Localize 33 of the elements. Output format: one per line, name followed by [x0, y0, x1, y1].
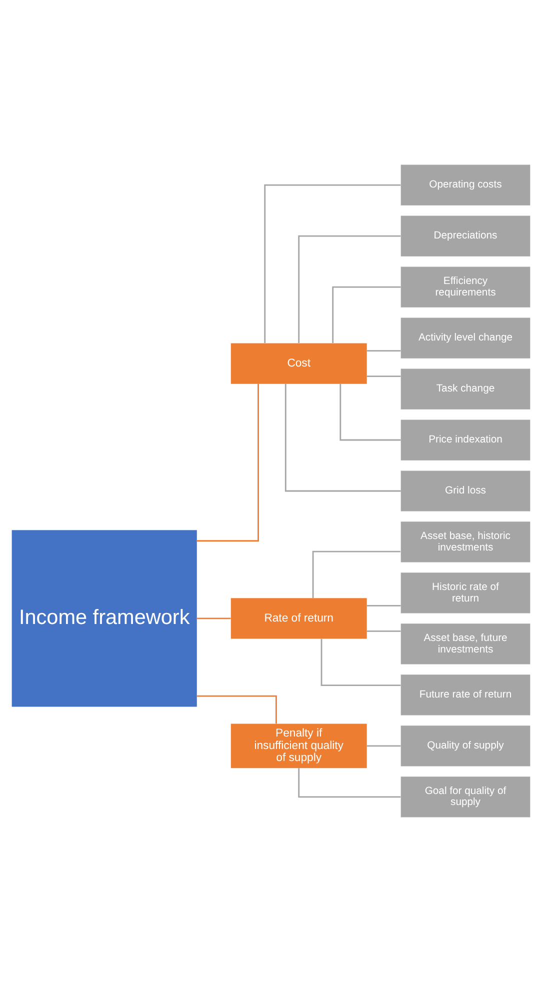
connector [196, 383, 259, 542]
node-box: Income framework [12, 530, 197, 706]
node-box: Rate of return [230, 598, 367, 638]
connector [366, 744, 401, 746]
connector [298, 768, 401, 798]
node-box: Historic rate of return [400, 572, 530, 613]
connector [264, 184, 401, 343]
connector [366, 350, 401, 351]
connector [312, 550, 400, 598]
connector [366, 630, 401, 632]
node-box: Efficiency requirements [400, 266, 530, 307]
connector [197, 617, 231, 619]
node-box: Task change [400, 368, 530, 409]
node-box: Penalty if insufficient quality of supply [230, 723, 367, 768]
connector [332, 286, 401, 343]
connector [197, 694, 277, 724]
node-box: Operating costs [400, 164, 530, 205]
node-box: Asset base, historic investments [400, 521, 530, 562]
node-box: Grid loss [400, 470, 530, 511]
node-box: Cost [230, 342, 367, 384]
node-box: Asset base, future investments [400, 623, 530, 664]
node-box: Depreciations [400, 215, 530, 256]
connector [320, 638, 401, 686]
node-box: Goal for quality of supply [400, 776, 530, 817]
node-box: Future rate of return [400, 674, 530, 715]
node-box: Activity level change [400, 317, 530, 358]
connector [366, 604, 401, 606]
node-box: Price indexation [400, 419, 530, 460]
connector [340, 384, 401, 440]
connector [366, 375, 401, 376]
connector [284, 384, 401, 492]
connector [298, 234, 401, 343]
node-box: Quality of supply [400, 725, 530, 766]
